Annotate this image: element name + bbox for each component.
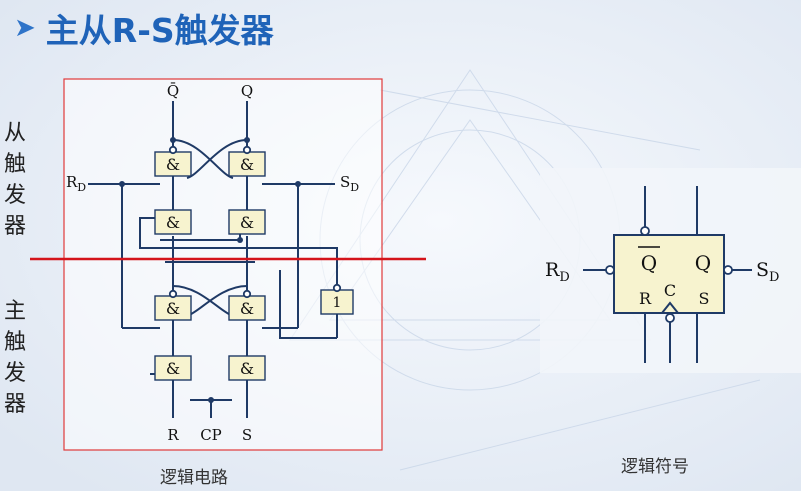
and-gate-slave-left bbox=[154, 151, 192, 177]
cp-input-label: CP bbox=[200, 426, 222, 444]
arrow-bullet-icon: ➤ bbox=[14, 13, 36, 43]
logic-symbol: Q Q R C S RD SD bbox=[545, 186, 779, 363]
and-gate-steer-left bbox=[154, 209, 192, 235]
sd-label: SD bbox=[340, 173, 359, 194]
s-input-label: S bbox=[242, 426, 252, 444]
and-gate-slave-right bbox=[228, 151, 266, 177]
symbol-rd-label: RD bbox=[545, 259, 570, 285]
gate-label: & bbox=[166, 299, 180, 318]
slave-flipflop-label: 从 触 发 器 bbox=[3, 121, 26, 239]
gate-label: & bbox=[240, 213, 254, 232]
symbol-c: C bbox=[664, 281, 676, 300]
symbol-q: Q bbox=[695, 251, 711, 275]
flipflop-symbol-box bbox=[613, 234, 725, 314]
circuit-caption: 逻辑电路 bbox=[160, 468, 228, 488]
symbol-caption: 逻辑符号 bbox=[621, 457, 689, 477]
gate-label: & bbox=[166, 359, 180, 378]
gate-label: & bbox=[240, 299, 254, 318]
gate-label: & bbox=[240, 155, 254, 174]
rd-label: RD bbox=[66, 173, 86, 194]
and-gate-input-right bbox=[228, 355, 266, 381]
gate-label: 1 bbox=[333, 295, 342, 311]
symbol-sd-label: SD bbox=[756, 259, 779, 285]
title-text: 主从R-S触发器 bbox=[45, 11, 274, 50]
symbol-r: R bbox=[639, 289, 652, 308]
slide-title: ➤ 主从R-S触发器 bbox=[14, 6, 274, 50]
and-gate-input-left bbox=[154, 355, 192, 381]
and-gate-steer-right bbox=[228, 209, 266, 235]
and-gate-master-right bbox=[228, 295, 266, 321]
symbol-s: S bbox=[699, 289, 710, 308]
gate-label: & bbox=[166, 213, 180, 232]
master-flipflop-label: 主 触 发 器 bbox=[3, 299, 26, 417]
r-input-label: R bbox=[167, 426, 179, 444]
q-bar-output-label: Q̄ bbox=[167, 82, 179, 100]
q-output-label: Q bbox=[241, 82, 253, 100]
and-gate-master-left bbox=[154, 295, 192, 321]
gate-label: & bbox=[240, 359, 254, 378]
symbol-q-bar: Q bbox=[641, 251, 657, 275]
gate-label: & bbox=[166, 155, 180, 174]
circuit-frame bbox=[63, 78, 383, 451]
